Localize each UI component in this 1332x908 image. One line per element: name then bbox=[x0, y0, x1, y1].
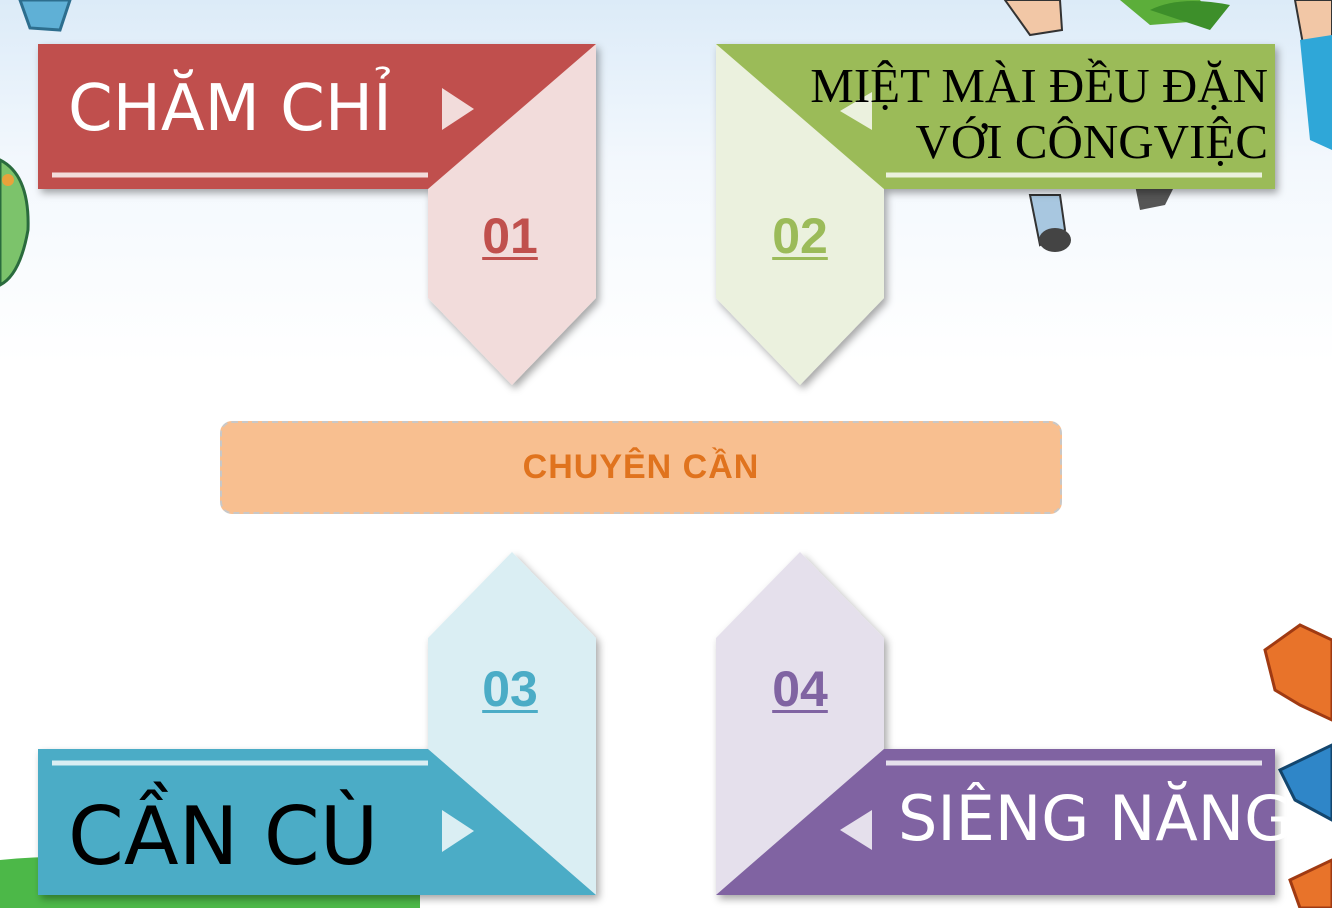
center-label: CHUYÊN CẦN bbox=[522, 448, 760, 486]
card-04-arrow-panel bbox=[716, 552, 884, 895]
card-01 bbox=[38, 44, 596, 385]
center-label-box: CHUYÊN CẦN bbox=[220, 421, 1062, 514]
top-right-character-decoration bbox=[1003, 0, 1332, 252]
card-03-banner bbox=[38, 749, 596, 895]
card-04-title: SIÊNG NĂNG bbox=[898, 782, 1293, 855]
card-04 bbox=[716, 552, 1275, 895]
arrow-right-icon bbox=[442, 88, 474, 130]
top-left-decoration bbox=[0, 0, 72, 287]
card-02-number: 02 bbox=[772, 208, 828, 264]
card-04-number: 04 bbox=[772, 661, 828, 717]
card-02-title-line-1: MIỆT MÀI ĐỀU ĐẶN bbox=[810, 58, 1268, 113]
arrow-right-icon bbox=[442, 810, 474, 852]
card-02-banner bbox=[716, 44, 1275, 189]
arrow-left-icon bbox=[840, 92, 872, 130]
arrow-left-icon bbox=[840, 810, 872, 850]
card-03-number: 03 bbox=[482, 661, 538, 717]
card-02 bbox=[716, 44, 1275, 385]
card-02-title: MIỆT MÀI ĐỀU ĐẶN VỚI CÔNGVIỆC bbox=[810, 58, 1268, 170]
card-01-title: CHĂM CHỈ bbox=[68, 72, 392, 146]
card-04-banner bbox=[716, 749, 1275, 895]
card-03 bbox=[38, 552, 596, 895]
bottom-right-leaves-decoration bbox=[1263, 623, 1332, 908]
card-03-title: CẦN CÙ bbox=[68, 790, 379, 883]
card-02-title-line-2: VỚI CÔNGVIỆC bbox=[915, 114, 1269, 169]
card-03-arrow-panel bbox=[428, 552, 596, 895]
card-01-number: 01 bbox=[482, 208, 538, 264]
card-01-banner bbox=[38, 44, 596, 189]
